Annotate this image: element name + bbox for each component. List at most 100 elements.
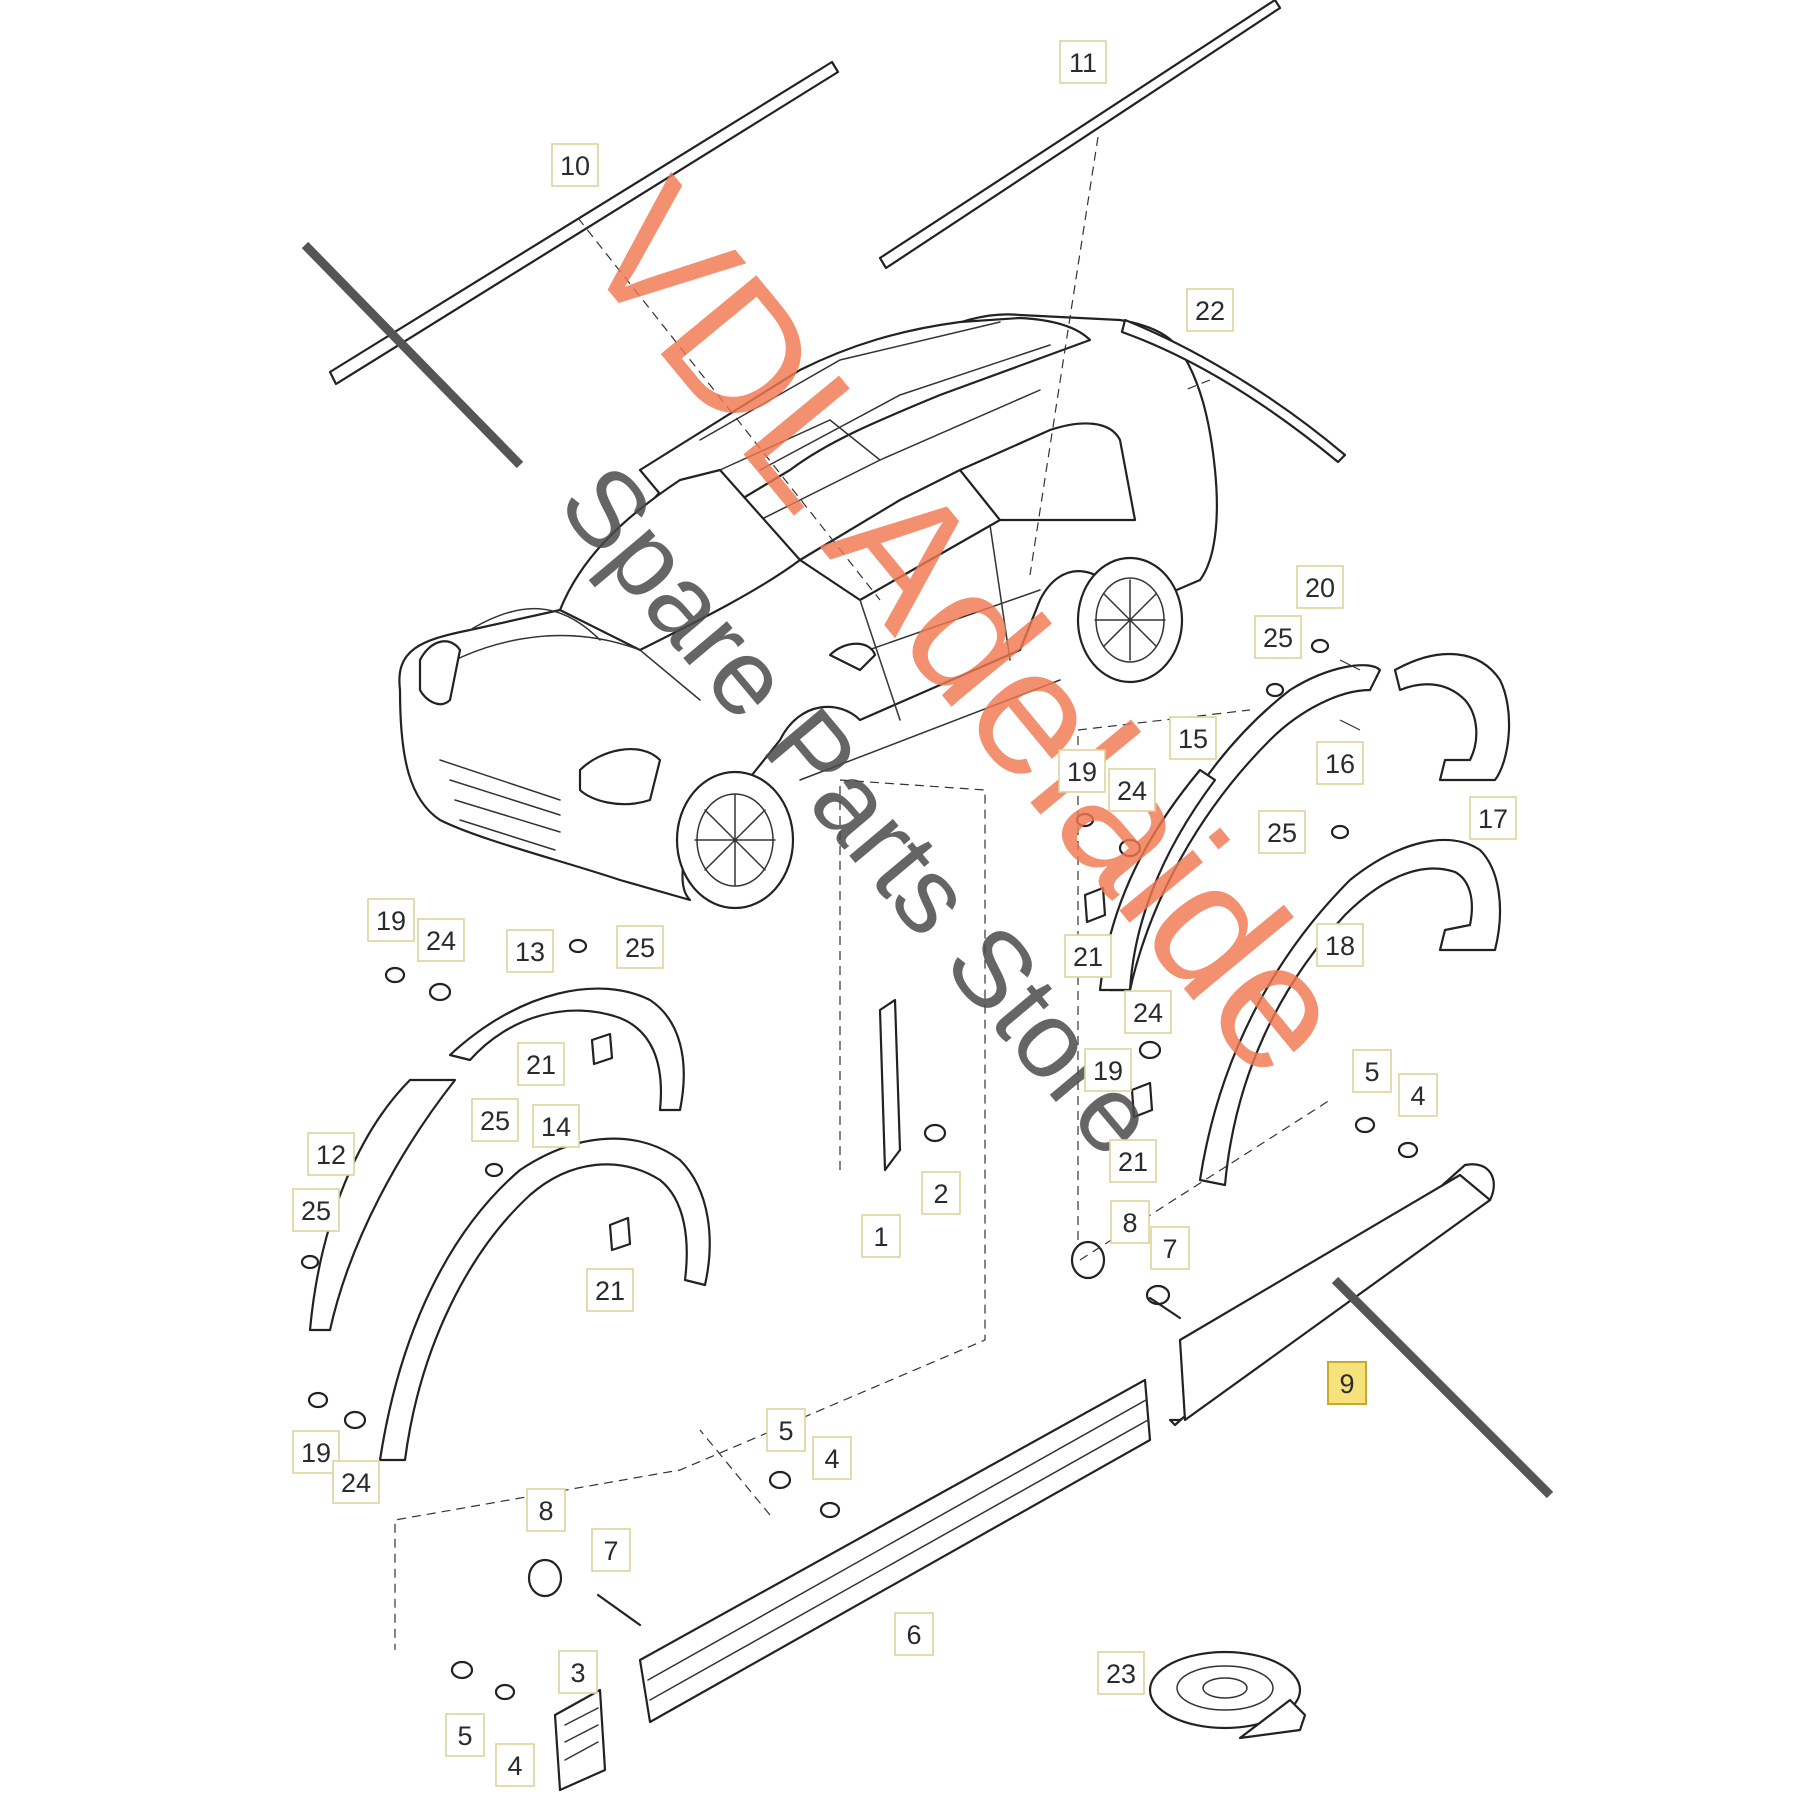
callout-box: [861, 1214, 901, 1258]
callout-box: [766, 1408, 806, 1452]
callout-25: 25: [616, 925, 664, 969]
callout-8: 8: [526, 1488, 566, 1532]
callout-box: [1258, 810, 1306, 854]
callout-box: [1316, 741, 1364, 785]
callout-4: 4: [495, 1743, 535, 1787]
callout-box: [332, 1460, 380, 1504]
callout-12: 12: [307, 1132, 355, 1176]
callout-box: [812, 1436, 852, 1480]
callout-5: 5: [766, 1408, 806, 1452]
callout-1: 1: [861, 1214, 901, 1258]
callout-number: 24: [426, 926, 456, 956]
callout-15: 15: [1169, 716, 1217, 760]
callout-number: 1: [873, 1222, 888, 1252]
callout-5: 5: [445, 1713, 485, 1757]
callout-box: [1316, 923, 1364, 967]
callout-box: [558, 1650, 598, 1694]
callout-box: [445, 1713, 485, 1757]
callout-4: 4: [1398, 1073, 1438, 1117]
callout-19: 19: [1084, 1048, 1132, 1092]
callout-box: [292, 1430, 340, 1474]
sill-moldings: [553, 998, 1495, 1792]
callout-number: 6: [906, 1620, 921, 1650]
callout-number: 21: [1073, 942, 1103, 972]
part-22-spoiler-strip: [1120, 318, 1347, 464]
callout-21: 21: [1064, 934, 1112, 978]
callout-number: 8: [1122, 1208, 1137, 1238]
callout-25: 25: [471, 1098, 519, 1142]
callout-number: 21: [526, 1050, 556, 1080]
callout-2: 2: [921, 1171, 961, 1215]
callout-box: [1124, 990, 1172, 1034]
callout-19: 19: [292, 1430, 340, 1474]
callout-number: 2: [933, 1179, 948, 1209]
callout-box: [495, 1743, 535, 1787]
callout-9: 9: [1327, 1361, 1367, 1405]
callout-number: 25: [1263, 623, 1293, 653]
fasteners: [300, 638, 1419, 1740]
callout-21: 21: [1109, 1139, 1157, 1183]
callout-box: [506, 929, 554, 973]
callout-box: [1108, 768, 1156, 812]
callout-box: [551, 143, 599, 187]
callout-number: 25: [1267, 818, 1297, 848]
callout-8: 8: [1110, 1200, 1150, 1244]
callout-number: 13: [515, 937, 545, 967]
callout-25: 25: [292, 1188, 340, 1232]
part-17-arch-molding: [1393, 652, 1511, 782]
callout-number: 24: [1133, 998, 1163, 1028]
callout-number: 23: [1106, 1659, 1136, 1689]
part-11-trim-strip: [878, 0, 1282, 270]
callout-number: 19: [1093, 1056, 1123, 1086]
callout-number: 8: [538, 1496, 553, 1526]
callout-number: 4: [824, 1444, 839, 1474]
callout-box: [1186, 288, 1234, 332]
callout-22: 22: [1186, 288, 1234, 332]
callout-14: 14: [532, 1104, 580, 1148]
callout-3: 3: [558, 1650, 598, 1694]
callout-box: [532, 1104, 580, 1148]
callout-number: 19: [301, 1438, 331, 1468]
part-15-arch-molding: [1098, 768, 1217, 992]
callout-11: 11: [1059, 40, 1107, 84]
callout-number: 7: [1162, 1234, 1177, 1264]
callout-24: 24: [1124, 990, 1172, 1034]
callout-number: 25: [625, 933, 655, 963]
callout-6: 6: [894, 1612, 934, 1656]
callout-17: 17: [1469, 796, 1517, 840]
watermark-strike-top: [301, 241, 524, 469]
vehicle-outline: [398, 313, 1218, 910]
callout-21: 21: [517, 1042, 565, 1086]
callout-number: 5: [457, 1721, 472, 1751]
callout-box: [1352, 1049, 1392, 1093]
part-6-sill-panel: [638, 1378, 1152, 1724]
wheel-arch-moldings: [308, 652, 1511, 1462]
callout-10: 10: [551, 143, 599, 187]
callout-number: 10: [560, 151, 590, 181]
callout-16: 16: [1316, 741, 1364, 785]
callout-box: [1058, 749, 1106, 793]
callout-number: 12: [316, 1140, 346, 1170]
callout-box: [921, 1171, 961, 1215]
callout-25: 25: [1254, 615, 1302, 659]
callout-number: 21: [595, 1276, 625, 1306]
callout-box: [616, 925, 664, 969]
callout-box: [1398, 1073, 1438, 1117]
callout-number: 22: [1195, 296, 1225, 326]
callout-5: 5: [1352, 1049, 1392, 1093]
callout-number: 4: [507, 1751, 522, 1781]
callout-19: 19: [367, 898, 415, 942]
callout-19: 19: [1058, 749, 1106, 793]
callout-number: 7: [603, 1536, 618, 1566]
callout-21: 21: [586, 1268, 634, 1312]
callout-box: [1064, 934, 1112, 978]
callout-number: 21: [1118, 1147, 1148, 1177]
part-18-arch-molding: [1198, 838, 1502, 1187]
callout-box: [1059, 40, 1107, 84]
callout-box: [1109, 1139, 1157, 1183]
callout-7: 7: [591, 1528, 631, 1572]
callout-number: 5: [778, 1416, 793, 1446]
callout-box: [471, 1098, 519, 1142]
